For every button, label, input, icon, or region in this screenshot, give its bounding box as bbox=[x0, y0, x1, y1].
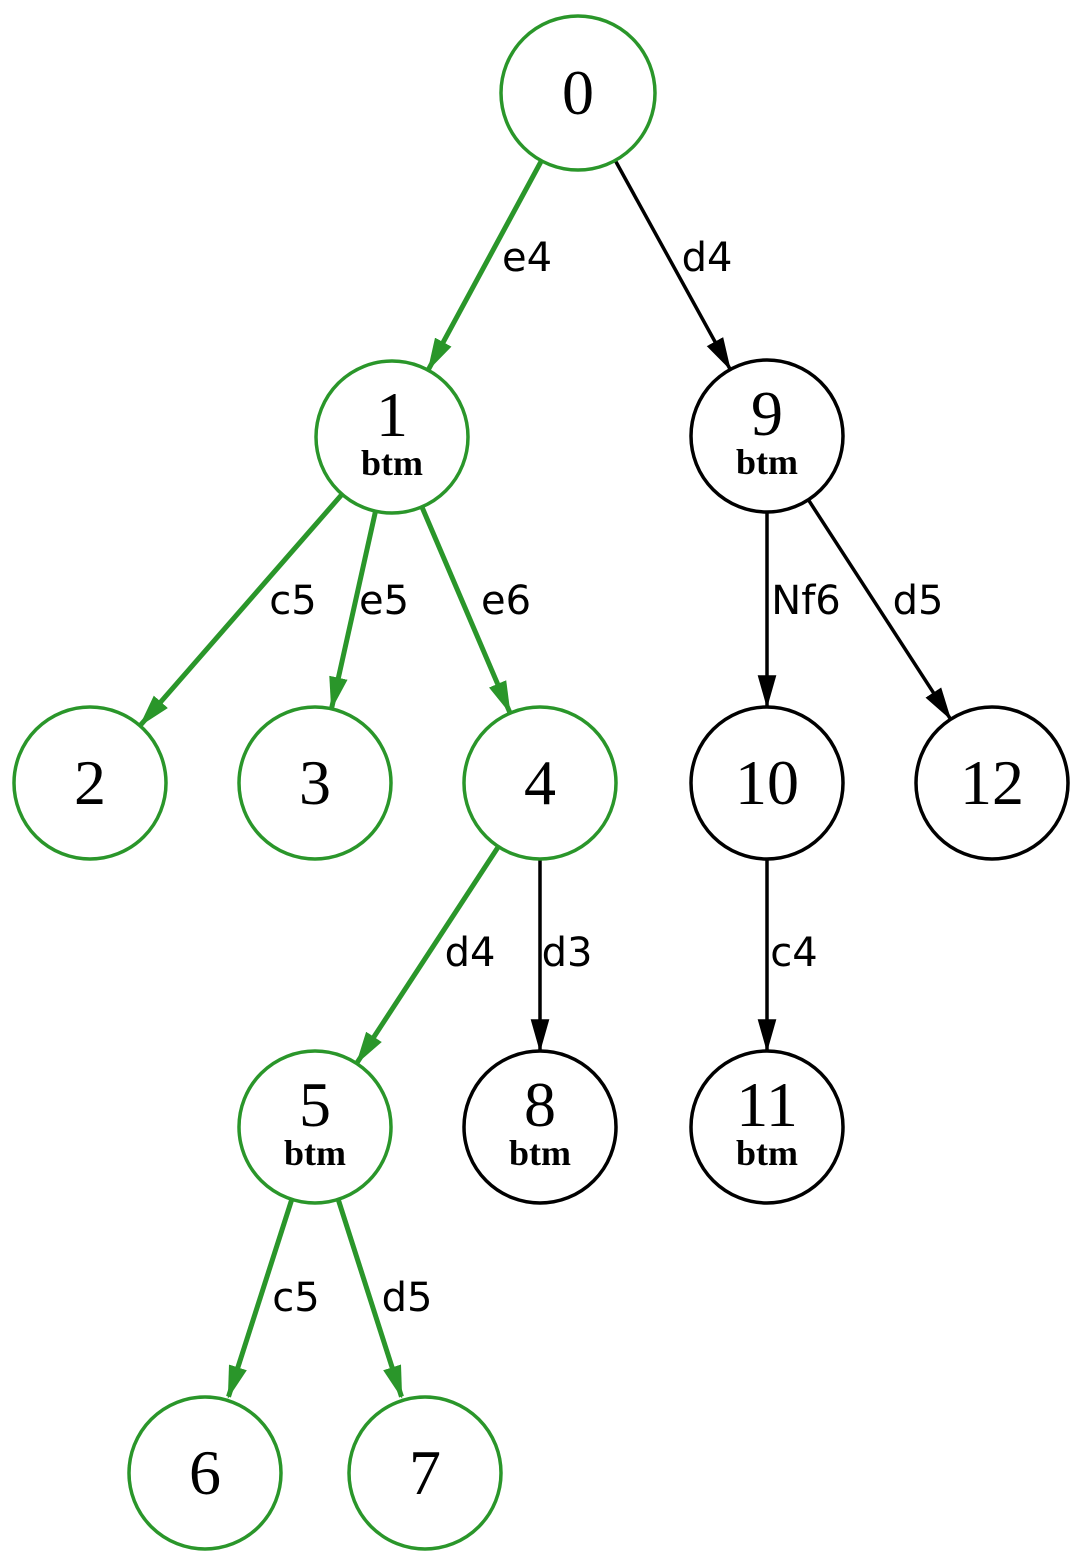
edge-9-12 bbox=[807, 499, 952, 721]
node-4: 4 bbox=[462, 705, 618, 861]
node-12-label: 12 bbox=[960, 747, 1024, 818]
node-7: 7 bbox=[347, 1395, 503, 1551]
edge-label-4-5: d4 bbox=[445, 930, 496, 976]
node-10-label: 10 bbox=[735, 747, 799, 818]
node-1-circle bbox=[314, 359, 470, 515]
node-11-sublabel: btm bbox=[736, 1133, 798, 1173]
node-4-label: 4 bbox=[524, 747, 556, 818]
edge-label-1-3: e5 bbox=[359, 578, 409, 624]
node-10-circle bbox=[689, 705, 845, 861]
edge-1-4 bbox=[420, 506, 512, 715]
node-8: 8 btm bbox=[462, 1049, 618, 1205]
edge-0-1 bbox=[426, 159, 544, 372]
edge-5-6 bbox=[226, 1199, 294, 1399]
edge-1-3 bbox=[329, 511, 378, 710]
node-8-circle bbox=[462, 1049, 618, 1205]
edge-label-5-7: d5 bbox=[382, 1275, 433, 1321]
node-5-sublabel: btm bbox=[284, 1133, 346, 1173]
node-5: 5 btm bbox=[237, 1049, 393, 1205]
node-11-label: 11 bbox=[736, 1069, 798, 1140]
node-0-circle bbox=[499, 14, 657, 172]
node-12-circle bbox=[914, 705, 1070, 861]
edge-0-9 bbox=[613, 159, 732, 371]
node-1: 1 btm bbox=[314, 359, 470, 515]
node-9-label: 9 bbox=[751, 378, 783, 449]
node-1-sublabel: btm bbox=[361, 443, 423, 483]
node-6-label: 6 bbox=[189, 1437, 221, 1508]
node-2-circle bbox=[12, 705, 168, 861]
node-7-label: 7 bbox=[409, 1437, 441, 1508]
node-5-label: 5 bbox=[299, 1069, 331, 1140]
edge-label-1-4: e6 bbox=[481, 578, 531, 624]
node-9-circle bbox=[689, 358, 845, 514]
node-2: 2 bbox=[12, 705, 168, 861]
edge-1-2 bbox=[138, 493, 344, 727]
node-0: 0 bbox=[499, 14, 657, 172]
edges: e4 d4 c5 e5 e6 Nf6 d5 d4 d3 bbox=[138, 159, 952, 1399]
edge-4-5 bbox=[355, 846, 500, 1065]
node-3: 3 bbox=[237, 705, 393, 861]
node-8-sublabel: btm bbox=[509, 1133, 571, 1173]
edge-label-10-11: c4 bbox=[770, 930, 817, 976]
node-9: 9 btm bbox=[689, 358, 845, 514]
node-9-sublabel: btm bbox=[736, 442, 798, 482]
edge-label-0-9: d4 bbox=[682, 235, 733, 281]
node-2-label: 2 bbox=[74, 747, 106, 818]
node-11: 11 btm bbox=[689, 1049, 845, 1205]
edge-5-7 bbox=[336, 1199, 404, 1399]
nodes: 0 1 btm 9 btm 2 3 bbox=[12, 14, 1070, 1551]
node-11-circle bbox=[689, 1049, 845, 1205]
node-4-circle bbox=[462, 705, 618, 861]
node-6-circle bbox=[127, 1395, 283, 1551]
edge-label-5-6: c5 bbox=[272, 1275, 319, 1321]
edge-label-0-1: e4 bbox=[502, 235, 552, 281]
node-12: 12 bbox=[914, 705, 1070, 861]
node-0-label: 0 bbox=[562, 57, 594, 128]
edge-label-9-12: d5 bbox=[893, 578, 944, 624]
node-1-label: 1 bbox=[376, 379, 408, 450]
node-5-circle bbox=[237, 1049, 393, 1205]
node-7-circle bbox=[347, 1395, 503, 1551]
node-8-label: 8 bbox=[524, 1069, 556, 1140]
node-3-label: 3 bbox=[299, 747, 331, 818]
node-10: 10 bbox=[689, 705, 845, 861]
edge-label-9-10: Nf6 bbox=[771, 578, 840, 624]
node-3-circle bbox=[237, 705, 393, 861]
edge-label-1-2: c5 bbox=[269, 578, 316, 624]
node-6: 6 bbox=[127, 1395, 283, 1551]
edge-label-4-8: d3 bbox=[542, 930, 593, 976]
